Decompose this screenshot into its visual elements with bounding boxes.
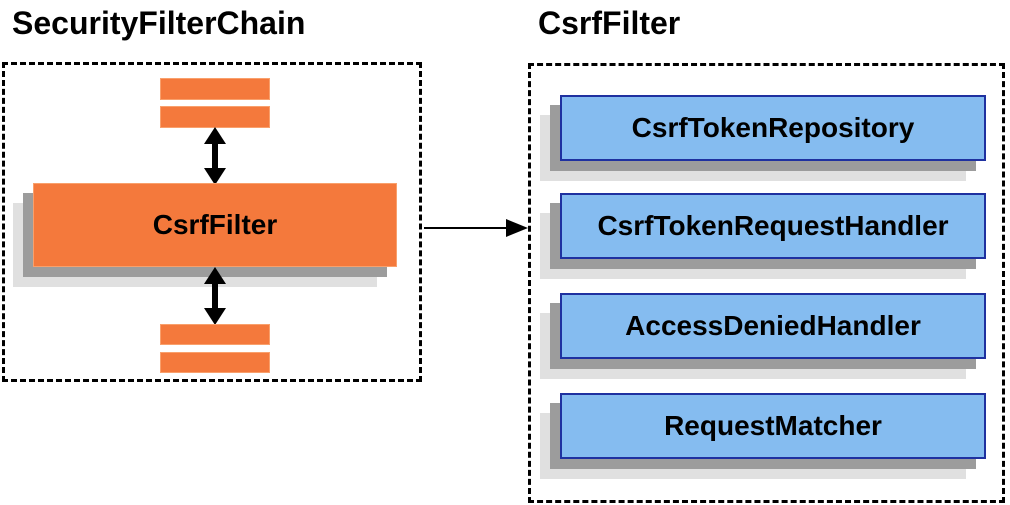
component-box-request-matcher: RequestMatcher [560, 393, 986, 459]
component-label: RequestMatcher [664, 410, 882, 441]
filter-placeholder-bar [160, 106, 270, 128]
bidirectional-arrow-icon [204, 267, 226, 325]
component-box-access-denied-handler: AccessDeniedHandler [560, 293, 986, 359]
csrf-filter-group-title: CsrfFilter [538, 5, 681, 41]
component-label: CsrfTokenRepository [631, 112, 915, 143]
component-box-csrf-token-request-handler: CsrfTokenRequestHandler [560, 193, 986, 259]
component-label: CsrfTokenRequestHandler [597, 210, 949, 241]
security-filter-chain-title: SecurityFilterChain [12, 5, 306, 41]
filter-placeholder-bar [160, 352, 270, 373]
component-label: AccessDeniedHandler [625, 310, 921, 341]
csrf-filter-box-label: CsrfFilter [152, 209, 278, 240]
flow-arrow-icon [424, 219, 528, 237]
csrf-filter-group-container [528, 63, 1005, 503]
security-filter-chain-container [2, 62, 422, 382]
component-box-csrf-token-repository: CsrfTokenRepository [560, 95, 986, 161]
filter-placeholder-bar [160, 78, 270, 100]
bidirectional-arrow-icon [204, 127, 226, 185]
csrf-filter-box: CsrfFilter [33, 183, 397, 267]
filter-placeholder-bar [160, 324, 270, 345]
